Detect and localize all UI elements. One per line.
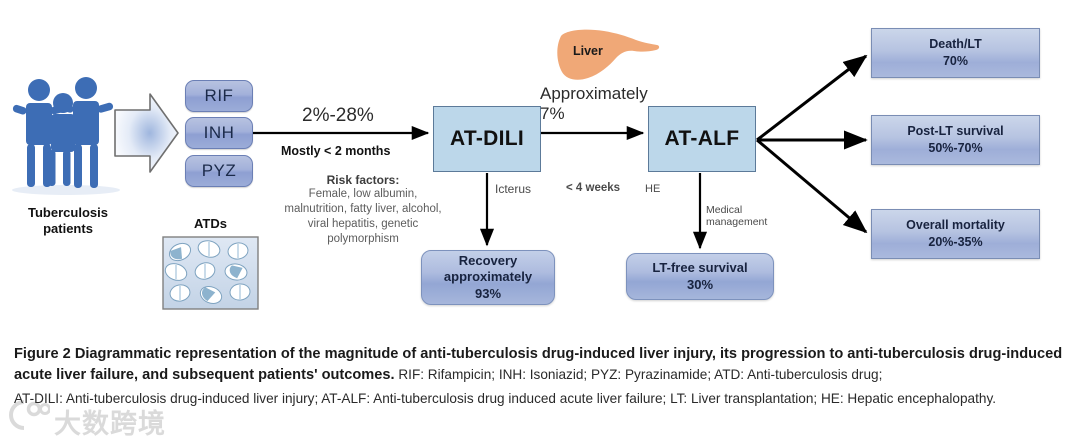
outcome-recovery: Recovery approximately 93% <box>421 250 555 305</box>
diagram-art-layer <box>12 29 868 310</box>
edge-label-medical-management-line2: management <box>706 216 768 228</box>
outcome-post-lt-line1: Post-LT survival <box>907 124 1004 139</box>
drug-pill-pyz-label: PYZ <box>201 161 237 180</box>
risk-factors-title: Risk factors: <box>326 173 400 187</box>
caption-bold-text: Figure 2 Diagrammatic representation of … <box>14 346 1063 384</box>
node-at-alf-label: AT-ALF <box>664 127 740 150</box>
outcome-lt-free-line1: LT-free survival <box>652 259 748 275</box>
risk-factors-line1: Female, low albumin, <box>308 188 418 200</box>
caption-line-3: AT-DILI: Anti-tuberculosis drug-induced … <box>14 390 997 406</box>
risk-factors-line4: polymorphism <box>327 233 399 245</box>
edge-label-medical-management-line1: Medical <box>706 204 743 216</box>
outcome-recovery-line1: Recovery <box>458 252 518 268</box>
outcome-recovery-line2: approximately <box>443 269 533 285</box>
edge-label-approximately: Approximately <box>540 84 648 103</box>
block-arrow-icon <box>114 93 179 173</box>
drug-pill-rif-label: RIF <box>204 86 234 105</box>
edge-label-timing: Mostly < 2 months <box>281 144 391 158</box>
node-at-dili: AT-DILI <box>433 106 541 172</box>
tuberculosis-patients-icon <box>12 77 114 188</box>
figure-diagram: RIF INH PYZ AT-DILI AT-ALF Recovery appr… <box>12 28 1040 310</box>
liver-icon-label: Liver <box>573 44 603 58</box>
outcome-death-lt: Death/LT 70% <box>871 28 1040 78</box>
outcome-lt-free-line2: 30% <box>686 276 714 292</box>
figure-caption: Figure 2 Diagrammatic representation of … <box>0 330 1080 444</box>
atd-pills-image <box>162 236 259 310</box>
caption-abbrev-text: RIF: Rifampicin; INH: Isoniazid; PYZ: Py… <box>394 367 883 383</box>
drug-pill-inh: INH <box>185 117 253 149</box>
outcome-overall-line2: 20%-35% <box>928 235 983 249</box>
outcome-death-lt-line1: Death/LT <box>929 37 982 52</box>
risk-factors-line3: viral hepatitis, genetic <box>307 218 419 230</box>
atds-label: ATDs <box>194 216 227 231</box>
drug-pill-inh-label: INH <box>203 123 235 142</box>
tuberculosis-patients-label-line2: patients <box>43 221 93 236</box>
node-at-alf: AT-ALF <box>648 106 756 172</box>
connector-lines-fan <box>756 54 868 234</box>
outcome-overall-line1: Overall mortality <box>906 218 1005 233</box>
outcome-post-lt-line2: 50%-70% <box>928 141 983 155</box>
connector-lines <box>253 125 708 250</box>
edge-label-four-weeks: < 4 weeks <box>566 182 621 194</box>
liver-icon <box>557 29 660 80</box>
outcome-recovery-line3: 93% <box>474 285 502 301</box>
edge-label-icterus: Icterus <box>495 182 532 196</box>
edge-label-approximately-value: 7% <box>540 104 565 123</box>
drug-pill-rif: RIF <box>185 80 253 112</box>
drug-pill-pyz: PYZ <box>185 155 253 187</box>
outcome-post-lt-survival: Post-LT survival 50%-70% <box>871 115 1040 165</box>
risk-factors-line2: malnutrition, fatty liver, alcohol, <box>284 203 442 215</box>
outcome-lt-free-survival: LT-free survival 30% <box>626 253 774 300</box>
node-at-dili-label: AT-DILI <box>449 127 525 150</box>
edge-label-he: HE <box>645 183 661 195</box>
outcome-overall-mortality: Overall mortality 20%-35% <box>871 209 1040 259</box>
outcome-death-lt-line2: 70% <box>942 54 969 68</box>
tuberculosis-patients-label-line1: Tuberculosis <box>28 205 108 220</box>
edge-label-incidence: 2%-28% <box>302 105 374 126</box>
